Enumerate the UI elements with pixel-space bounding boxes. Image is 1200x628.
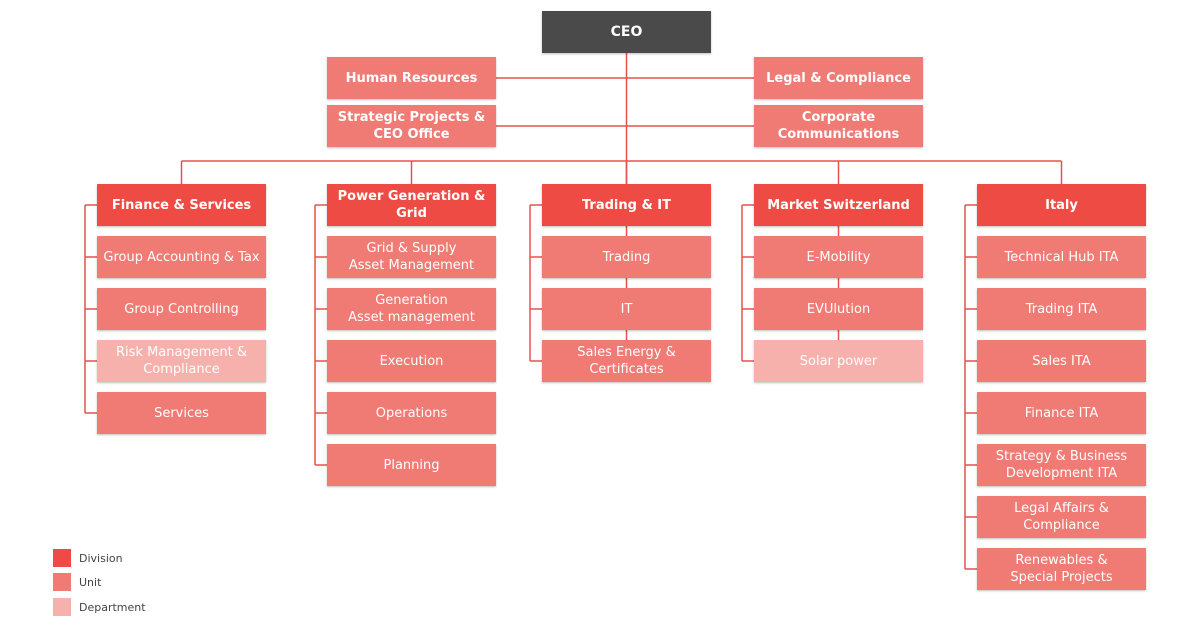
unit-box-planning: Planning xyxy=(327,444,496,486)
unit-box-services: Services xyxy=(97,392,266,434)
division-box-market-switzerland: Market Switzerland xyxy=(754,184,923,226)
unit-box-generation-asset-management: Generation Asset management xyxy=(327,288,496,330)
unit-box-it: IT xyxy=(542,288,711,330)
unit-box-group-accounting-and-tax: Group Accounting & Tax xyxy=(97,236,266,278)
division-box-italy: Italy xyxy=(977,184,1146,226)
unit-box-solar-power: Solar power xyxy=(754,340,923,382)
unit-box-grid-and-supply-asset-management: Grid & Supply Asset Management xyxy=(327,236,496,278)
legend-swatch-unit xyxy=(53,573,71,591)
legend-label-unit: Unit xyxy=(79,575,102,589)
division-box-power-generation-and-grid: Power Generation & Grid xyxy=(327,184,496,226)
unit-box-finance-ita: Finance ITA xyxy=(977,392,1146,434)
staff-box-corporate-communications: Corporate Communications xyxy=(754,105,923,147)
unit-box-e-mobility: E-Mobility xyxy=(754,236,923,278)
unit-box-risk-management-and-compliance: Risk Management & Compliance xyxy=(97,340,266,382)
division-box-trading-and-it: Trading & IT xyxy=(542,184,711,226)
legend-swatch-department xyxy=(53,598,71,616)
legend-item-unit: Unit xyxy=(53,573,101,591)
unit-box-strategy-and-business-development-ita: Strategy & Business Development ITA xyxy=(977,444,1146,486)
unit-box-renewables-and-special-projects: Renewables & Special Projects xyxy=(977,548,1146,590)
unit-box-legal-affairs-and-compliance: Legal Affairs & Compliance xyxy=(977,496,1146,538)
legend-item-department: Department xyxy=(53,598,146,616)
legend-swatch-division xyxy=(53,549,71,567)
unit-box-group-controlling: Group Controlling xyxy=(97,288,266,330)
division-box-finance-and-services: Finance & Services xyxy=(97,184,266,226)
unit-box-trading: Trading xyxy=(542,236,711,278)
unit-box-sales-energy-and-certificates: Sales Energy & Certificates xyxy=(542,340,711,382)
legend-label-department: Department xyxy=(79,600,146,614)
unit-box-sales-ita: Sales ITA xyxy=(977,340,1146,382)
staff-box-strategic-projects-and-ceo-office: Strategic Projects & CEO Office xyxy=(327,105,496,147)
unit-box-operations: Operations xyxy=(327,392,496,434)
unit-box-execution: Execution xyxy=(327,340,496,382)
unit-box-technical-hub-ita: Technical Hub ITA xyxy=(977,236,1146,278)
unit-box-trading-ita: Trading ITA xyxy=(977,288,1146,330)
staff-box-human-resources: Human Resources xyxy=(327,57,496,99)
legend-item-division: Division xyxy=(53,549,123,567)
legend-label-division: Division xyxy=(79,551,123,565)
unit-box-evulution: EVUlution xyxy=(754,288,923,330)
ceo-box: CEO xyxy=(542,11,711,53)
staff-box-legal-and-compliance: Legal & Compliance xyxy=(754,57,923,99)
